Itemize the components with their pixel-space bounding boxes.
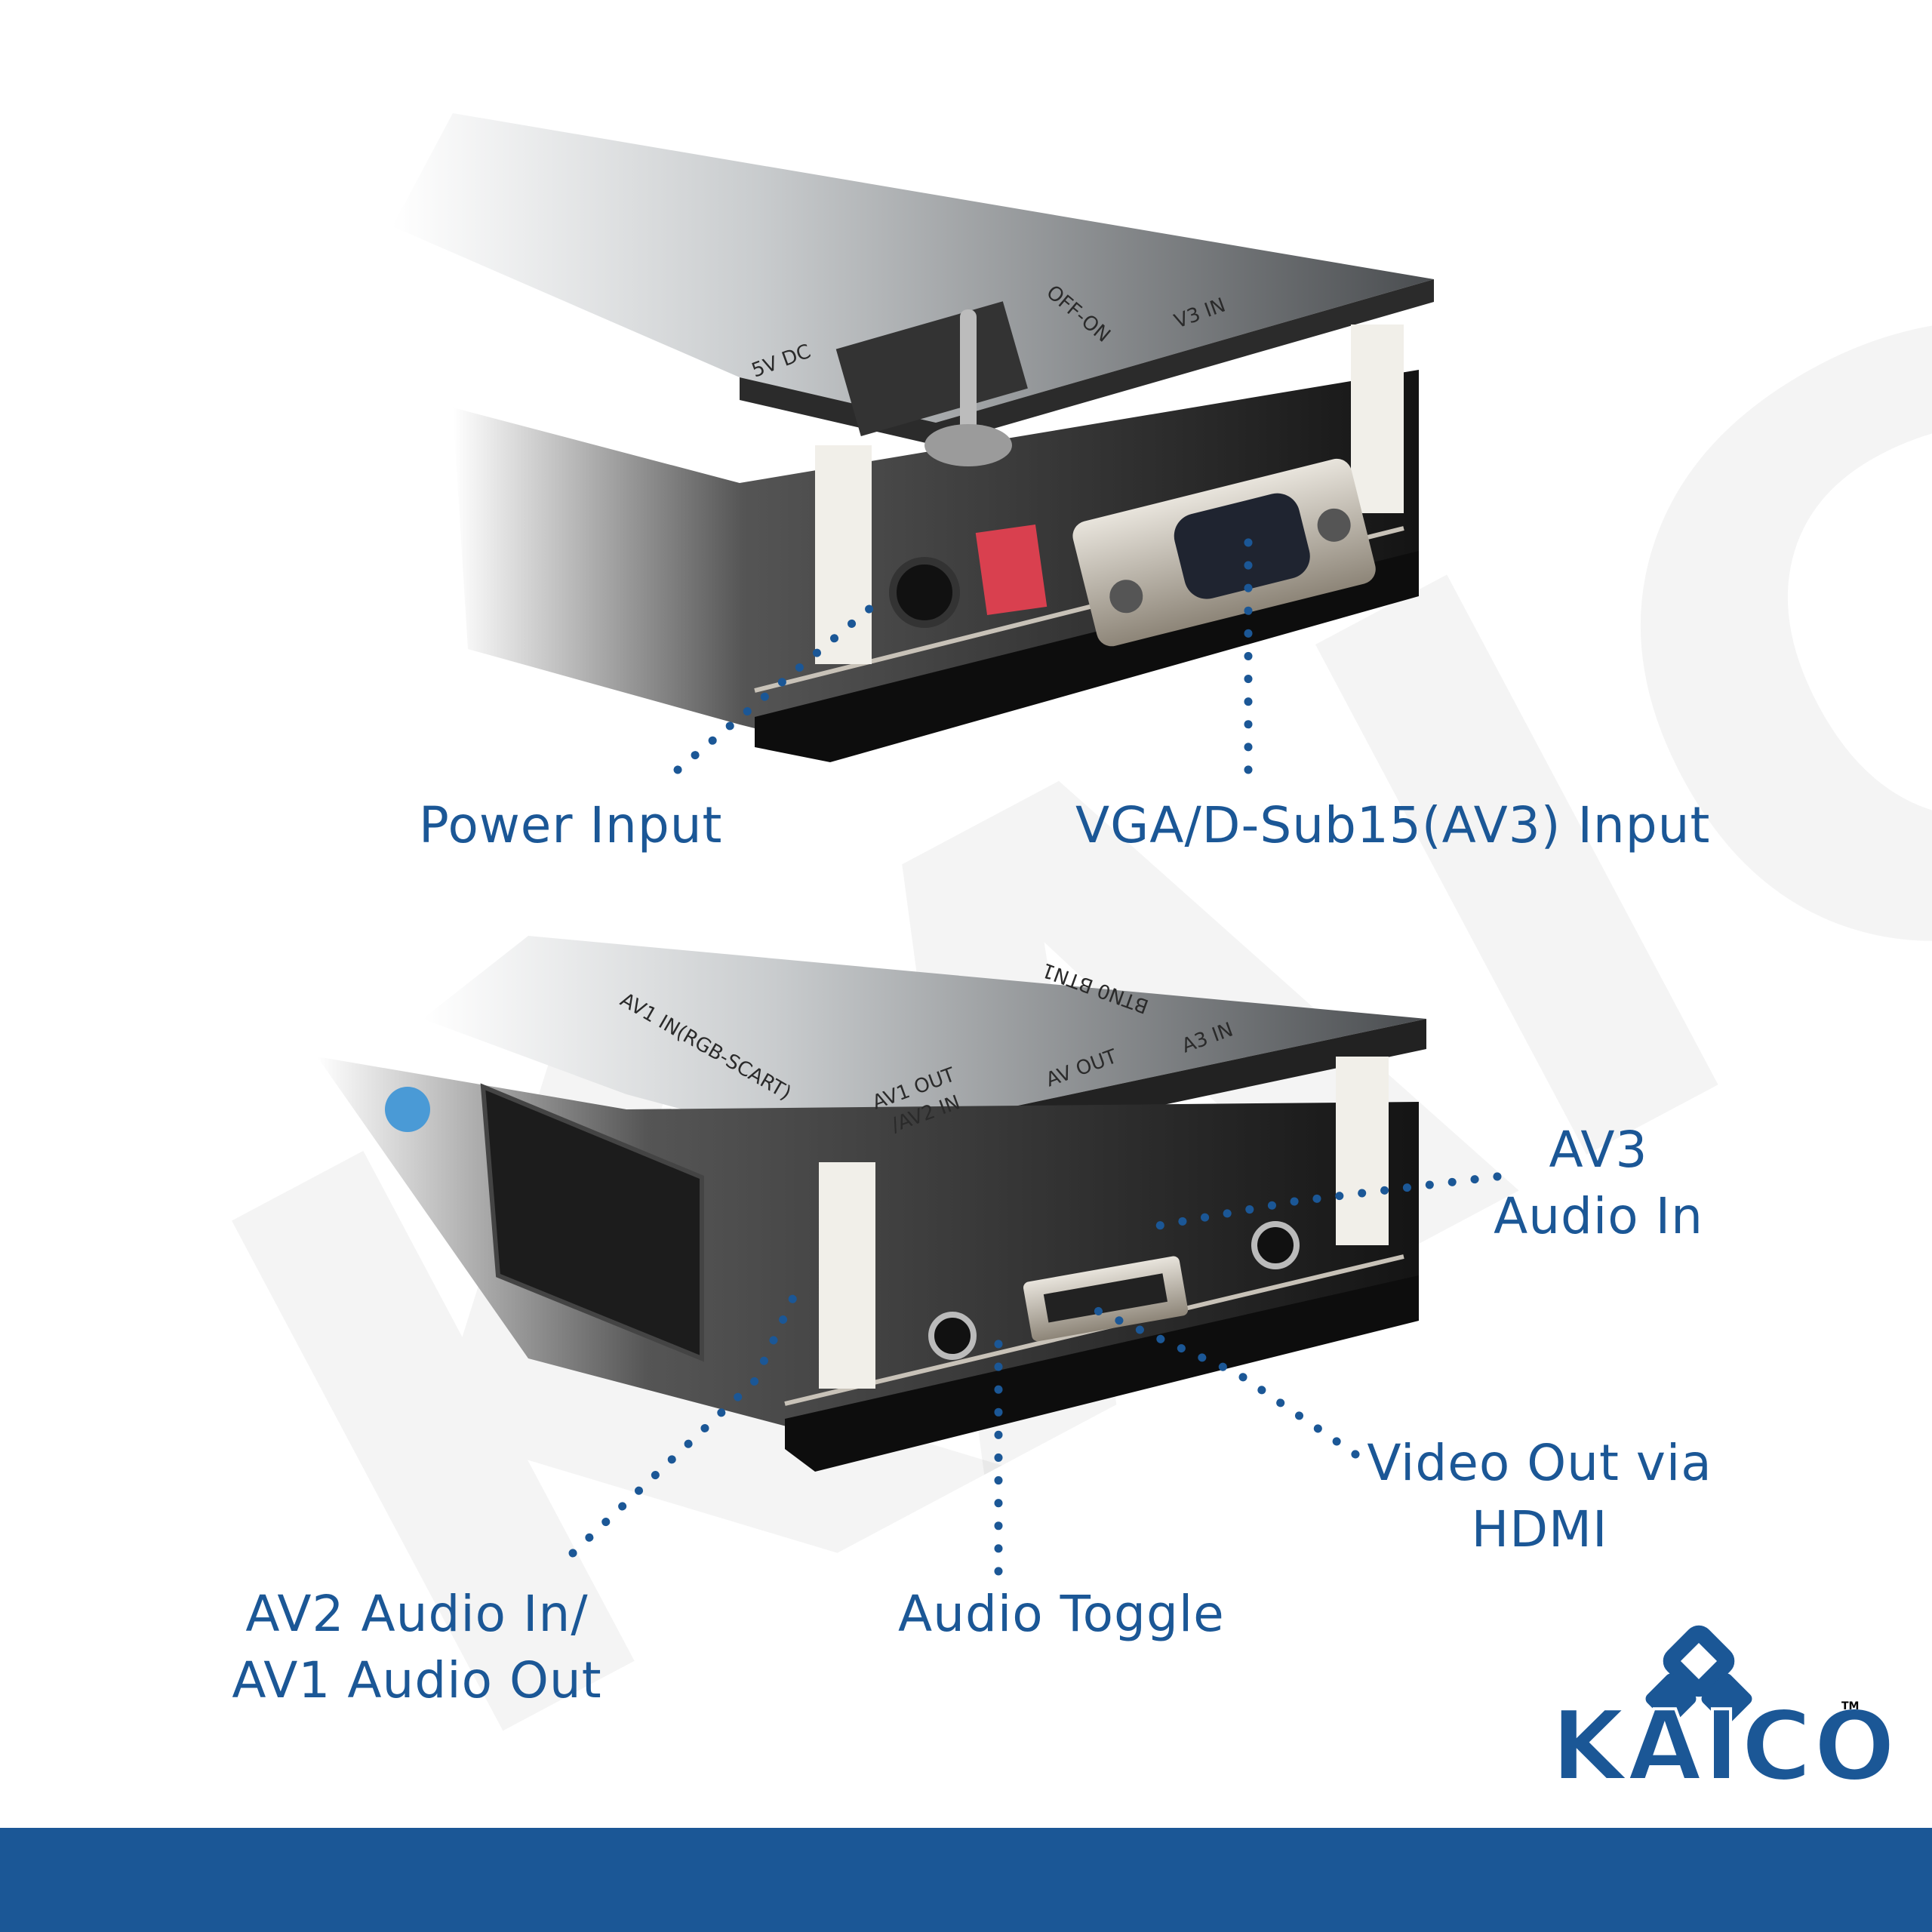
label-line: AV3 — [1549, 1121, 1648, 1179]
label-power-input: Power Input — [419, 796, 723, 854]
footer-band — [0, 1828, 1932, 1932]
label-av2-av1-audio: AV2 Audio In/ AV1 Audio Out — [226, 1581, 608, 1714]
audio-jack-av2 — [928, 1312, 977, 1360]
label-video-out-hdmi: Video Out via HDMI — [1358, 1430, 1721, 1563]
leader-av3-audio — [1150, 1172, 1502, 1231]
label-line: Audio In — [1494, 1187, 1703, 1245]
kaico-logo: KAICO TM — [1549, 1625, 1897, 1804]
top-device: 5V DC OFF-ON V3 IN — [392, 113, 1434, 762]
hdmi-port — [1023, 1256, 1189, 1342]
toggle-switch — [924, 309, 1012, 466]
scart-connector — [480, 1083, 704, 1362]
power-jack — [889, 557, 960, 628]
leader-av2-audio — [568, 1278, 804, 1558]
label-av3-audio-in: AV3 Audio In — [1485, 1117, 1712, 1250]
label-line: AV1 Audio Out — [232, 1651, 602, 1709]
label-line: Video Out via — [1367, 1434, 1712, 1492]
label-line: HDMI — [1471, 1500, 1608, 1558]
bottom-device: AV1 IN(RGB-SCART) AV1 OUT /AV2 IN AV OUT… — [317, 936, 1426, 1472]
svg-text:KAICO: KAICO — [1551, 1690, 1897, 1803]
vga-connector — [1072, 458, 1376, 647]
label-line: AV2 Audio In/ — [245, 1585, 589, 1643]
svg-text:TM: TM — [1841, 1700, 1859, 1712]
label-audio-toggle: Audio Toggle — [898, 1585, 1225, 1643]
red-switch — [975, 524, 1048, 616]
leader-video-out — [1090, 1305, 1360, 1459]
audio-jack-av3 — [1251, 1221, 1300, 1269]
leader-power-input — [673, 599, 880, 774]
label-vga-input: VGA/D-Sub15(AV3) Input — [1075, 796, 1711, 854]
